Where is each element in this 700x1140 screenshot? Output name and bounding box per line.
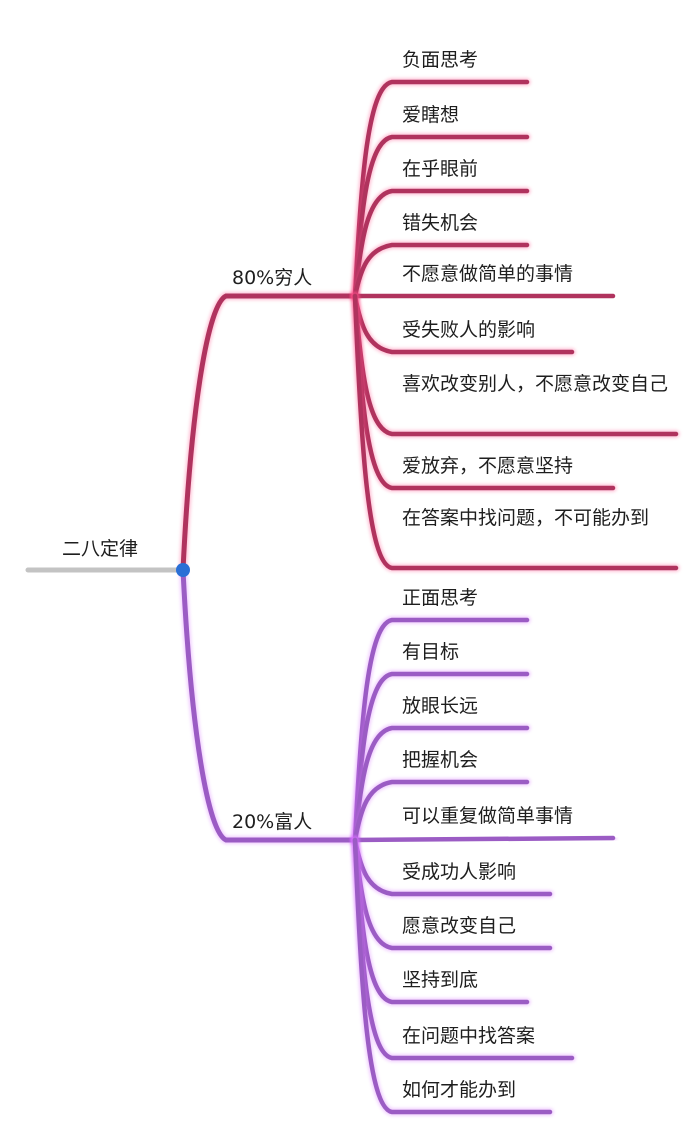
leaf-node-label: 把握机会 [402, 749, 479, 771]
branch-label-1: 20%富人 [232, 811, 313, 833]
branch-connector-1 [180, 567, 358, 843]
leaf-node-label: 正面思考 [402, 587, 479, 609]
leaf-node-label: 不愿意做简单的事情 [402, 263, 574, 285]
leaf-node-label: 爱放弃，不愿意坚持 [402, 455, 574, 477]
leaf-node-label: 受失败人的影响 [402, 319, 536, 341]
branch-connector-0 [180, 293, 358, 573]
leaf-connector-1-3 [352, 779, 530, 843]
leaf-node-label: 坚持到底 [402, 969, 479, 991]
leaf-node-label: 错失机会 [402, 212, 479, 234]
root-node-label: 二八定律 [62, 538, 139, 560]
branch-label-0: 80%穷人 [232, 267, 313, 289]
leaf-node-label: 爱瞎想 [402, 104, 460, 126]
leaf-node-label: 在答案中找问题，不可能办到 [402, 507, 650, 529]
root-node-dot [176, 563, 190, 577]
leaf-connector-1-9 [352, 837, 553, 1115]
leaf-connector-1-4 [352, 835, 616, 843]
leaf-node-label: 如何才能办到 [402, 1079, 517, 1101]
leaf-connector-0-3 [352, 242, 530, 299]
leaf-node-label: 放眼长远 [402, 695, 479, 717]
leaf-node-label: 可以重复做简单事情 [402, 805, 574, 827]
leaf-node-label: 有目标 [402, 641, 460, 663]
leaf-node-label: 在问题中找答案 [402, 1025, 536, 1047]
leaf-node-label: 愿意改变自己 [402, 915, 517, 937]
leaf-node-label: 负面思考 [402, 49, 479, 71]
leaf-connector-0-8 [352, 293, 679, 571]
leaf-node-label: 喜欢改变别人，不愿意改变自己 [402, 373, 669, 395]
leaf-node-label: 在乎眼前 [402, 158, 479, 180]
leaf-node-label: 受成功人影响 [402, 861, 517, 883]
